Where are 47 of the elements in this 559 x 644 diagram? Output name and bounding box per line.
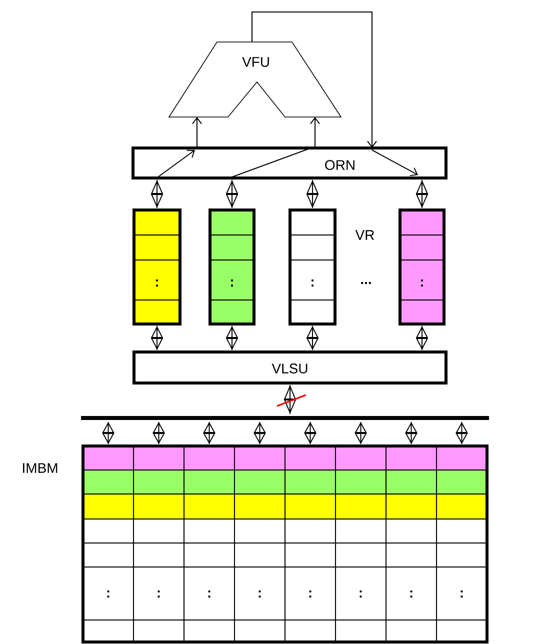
register-column: : — [132, 208, 182, 326]
bidirectional-arrow — [405, 422, 418, 444]
node-label: : — [208, 590, 210, 598]
memory-column: : — [386, 446, 437, 642]
node-label: : — [258, 590, 261, 598]
bus-line — [81, 416, 489, 420]
bidirectional-arrow — [306, 326, 319, 350]
memory-column: : — [436, 446, 488, 642]
node-label: : — [309, 590, 312, 598]
bidirectional-arrow — [354, 422, 367, 444]
arrow — [252, 12, 377, 148]
memory-label: IMBM — [23, 463, 58, 473]
bidirectional-arrow — [456, 422, 468, 444]
bidirectional-arrow — [226, 326, 238, 350]
bidirectional-arrow — [102, 422, 114, 444]
node-label: : — [360, 590, 362, 598]
register-column: : — [208, 208, 256, 326]
node-label: : — [107, 590, 110, 598]
bidirectional-arrow — [416, 180, 428, 208]
unit-box: VLSU — [132, 350, 448, 384]
bidirectional-arrow — [203, 422, 216, 444]
bidirectional-arrow — [152, 422, 165, 444]
bidirectional-arrow — [226, 180, 238, 208]
memory-grid — [82, 444, 488, 644]
bidirectional-arrow — [306, 180, 319, 208]
network-box: ORN — [132, 146, 448, 180]
register-column: : — [288, 208, 336, 326]
memory-column: : — [284, 446, 336, 642]
ellipsis: ... — [361, 282, 371, 284]
bidirectional-arrow — [254, 422, 266, 444]
bidirectional-arrow — [150, 180, 164, 208]
node-label: : — [460, 590, 463, 598]
node-label: : — [158, 590, 160, 598]
memory-column: : — [82, 446, 134, 642]
memory-column: : — [335, 446, 386, 642]
node-label: : — [410, 590, 412, 598]
bidirectional-arrow — [304, 422, 316, 444]
register-column: : — [398, 208, 446, 326]
memory-column: : — [133, 446, 184, 642]
bidirectional-arrow — [284, 384, 296, 414]
arrow — [310, 117, 320, 148]
memory-column: : — [184, 446, 235, 642]
register-label: VR — [355, 230, 374, 240]
bidirectional-arrow — [150, 326, 164, 350]
arrow — [192, 117, 202, 148]
memory-column: : — [234, 446, 286, 642]
bidirectional-arrow — [416, 326, 428, 350]
